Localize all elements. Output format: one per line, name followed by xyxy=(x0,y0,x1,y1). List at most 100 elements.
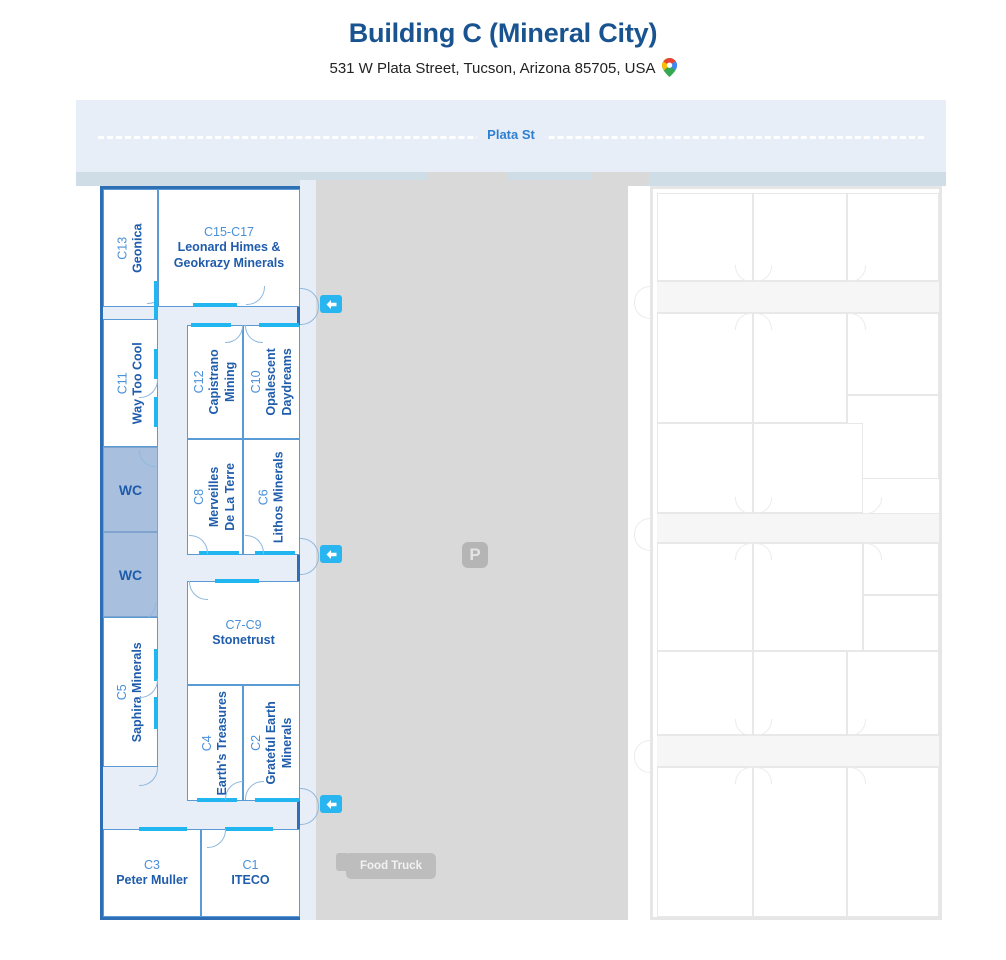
unit-c4[interactable]: C4 Earth's Treasures xyxy=(187,685,243,801)
unit-c13-label: C13 Geonica xyxy=(115,223,146,272)
unit-c7-c9-code: C7-C9 xyxy=(225,617,262,632)
door-c13-corridor xyxy=(154,281,158,319)
restroom-2[interactable]: WC xyxy=(103,532,158,617)
door-c6 xyxy=(255,551,295,555)
adjacent-room xyxy=(657,313,753,423)
door-c7-c9 xyxy=(215,579,259,583)
unit-c15-c17-name-line2: Geokrazy Minerals xyxy=(173,255,285,270)
unit-c8-label: C8 Merveilles De La Terre xyxy=(192,463,238,531)
adjacent-door-arc xyxy=(735,767,752,784)
entrance-badge-north[interactable] xyxy=(320,295,342,313)
door-c5-lower xyxy=(154,697,158,729)
restroom-1-label: WC xyxy=(118,481,143,498)
parking-badge[interactable]: P xyxy=(462,542,488,568)
unit-c10-name-line2: Daydreams xyxy=(279,348,294,416)
unit-c5-code: C5 xyxy=(115,684,130,700)
adjacent-room xyxy=(753,193,847,281)
adjacent-room xyxy=(657,767,753,917)
unit-c3-label: C3 Peter Muller xyxy=(116,858,188,889)
street-label: Plata St xyxy=(477,127,545,142)
building-name: Building C xyxy=(348,18,482,48)
door-c5-upper xyxy=(154,649,158,681)
adjacent-door-arc xyxy=(865,497,882,514)
unit-c8-code: C8 xyxy=(192,489,207,505)
food-truck-badge[interactable]: Food Truck xyxy=(346,853,436,879)
adjacent-entrance-arc xyxy=(634,286,651,303)
adjacent-room xyxy=(753,543,863,651)
unit-c8-name-line1: Merveilles xyxy=(207,466,222,528)
arrow-left-icon xyxy=(326,299,336,309)
unit-c12[interactable]: C12 Capistrano Mining xyxy=(187,325,243,439)
adjacent-entrance-arc xyxy=(634,302,651,319)
unit-c6-name: Lithos Minerals xyxy=(271,451,286,543)
adjacent-corridor xyxy=(657,513,939,543)
door-c4 xyxy=(197,798,237,802)
unit-c13-name: Geonica xyxy=(130,223,145,273)
unit-c10-label: C10 Opalescent Daydreams xyxy=(249,348,295,415)
adjacent-entrance-arc xyxy=(634,534,651,551)
door-arc-c3-upper xyxy=(139,767,158,786)
door-c15-c17 xyxy=(193,303,237,307)
address-line: 531 W Plata Street, Tucson, Arizona 8570… xyxy=(0,58,1006,81)
adjacent-room xyxy=(657,543,753,651)
unit-c12-name-line2: Mining xyxy=(222,361,237,403)
unit-c15-c17-name-line1: Leonard Himes & xyxy=(177,240,281,255)
restroom-2-label: WC xyxy=(118,566,143,583)
unit-c2-code: C2 xyxy=(248,735,263,751)
unit-c15-c17-code: C15-C17 xyxy=(203,225,255,240)
google-maps-pin-icon[interactable] xyxy=(661,58,677,81)
unit-c1-label: C1 ITECO xyxy=(231,858,269,889)
adjacent-room xyxy=(753,313,847,423)
unit-c15-c17-label: C15-C17 Leonard Himes & Geokrazy Mineral… xyxy=(174,225,284,271)
adjacent-room xyxy=(847,767,939,917)
unit-c8-name-line2: De La Terre xyxy=(222,463,237,531)
unit-c10[interactable]: C10 Opalescent Daydreams xyxy=(243,325,300,439)
adjacent-corridor xyxy=(657,735,939,767)
page-header: Building C (Mineral City) 531 W Plata St… xyxy=(0,0,1006,98)
unit-c12-label: C12 Capistrano Mining xyxy=(192,349,238,414)
unit-c1-code: C1 xyxy=(242,857,259,872)
page-title: Building C (Mineral City) xyxy=(0,18,1006,49)
entrance-badge-middle[interactable] xyxy=(320,545,342,563)
unit-c4-name: Earth's Treasures xyxy=(215,690,230,796)
building-subname: (Mineral City) xyxy=(489,18,658,48)
entrance-badge-south[interactable] xyxy=(320,795,342,813)
door-c8 xyxy=(199,551,239,555)
door-c11-lower xyxy=(154,397,158,427)
door-c2 xyxy=(255,798,299,802)
arrow-left-icon xyxy=(326,799,336,809)
adjacent-door-arc xyxy=(735,543,752,560)
unit-c6-label: C6 Lithos Minerals xyxy=(256,451,287,543)
door-c10 xyxy=(259,323,299,327)
unit-c10-name-line1: Opalescent xyxy=(263,348,278,416)
unit-c2-name-line2: Minerals xyxy=(279,717,294,769)
door-c3 xyxy=(139,827,187,831)
adjacent-entrance-arc xyxy=(634,740,651,757)
address-text: 531 W Plata Street, Tucson, Arizona 8570… xyxy=(329,60,656,77)
sidewalk-strip xyxy=(76,172,946,186)
unit-c4-label: C4 Earth's Treasures xyxy=(200,691,231,795)
adjacent-entrance-arc xyxy=(634,518,651,535)
adjacent-corridor xyxy=(657,281,939,313)
adjacent-room xyxy=(753,767,847,917)
unit-c12-code: C12 xyxy=(192,370,207,394)
adjacent-building-outline xyxy=(650,186,942,920)
unit-c2-name-line1: Grateful Earth xyxy=(263,701,278,785)
unit-c7-c9-label: C7-C9 Stonetrust xyxy=(212,618,275,649)
building-c-outline[interactable]: C13 Geonica C15-C17 Leonard Himes & Geok… xyxy=(100,186,300,920)
floor-plan-map[interactable]: Plata St P Food Truck C13 Geonica C15-C1… xyxy=(76,100,946,920)
street-band: Plata St xyxy=(76,100,946,172)
door-c12 xyxy=(191,323,231,327)
unit-c3[interactable]: C3 Peter Muller xyxy=(103,829,201,917)
adjacent-room xyxy=(863,595,939,651)
unit-c2[interactable]: C2 Grateful Earth Minerals xyxy=(243,685,300,801)
unit-c15-c17[interactable]: C15-C17 Leonard Himes & Geokrazy Mineral… xyxy=(158,189,300,307)
unit-c2-label: C2 Grateful Earth Minerals xyxy=(249,701,295,784)
arrow-left-icon xyxy=(326,549,336,559)
unit-c4-code: C4 xyxy=(199,735,214,751)
adjacent-door-arc xyxy=(735,313,752,330)
unit-c6-code: C6 xyxy=(256,489,271,505)
unit-c1-name: ITECO xyxy=(231,873,270,887)
unit-c3-code: C3 xyxy=(144,857,160,872)
unit-c12-name-line1: Capistrano xyxy=(207,349,222,415)
